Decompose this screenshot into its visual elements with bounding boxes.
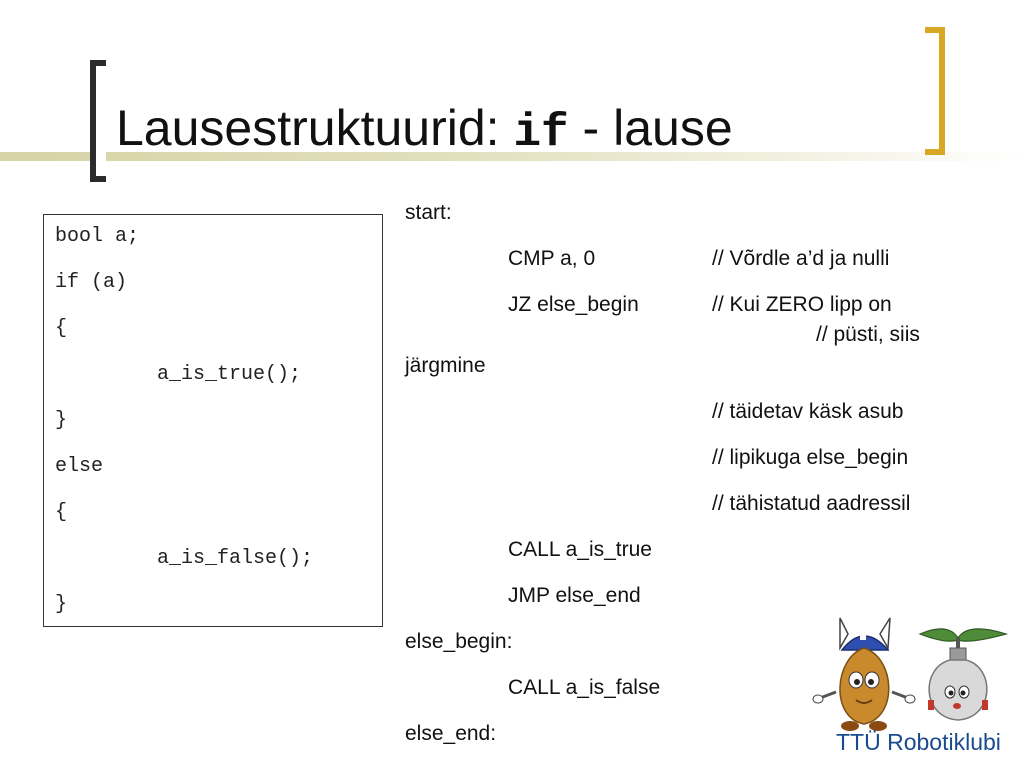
asm-comment-5: // lipikuga else_begin <box>712 446 909 469</box>
robotiklubi-mascots-logo <box>812 617 1009 731</box>
code-line-9: } <box>55 593 68 616</box>
asm-start-label: start: <box>405 201 452 224</box>
code-line-1: bool a; <box>55 225 140 248</box>
pear-robot-icon <box>812 617 916 731</box>
code-line-5: } <box>55 409 68 432</box>
code-line-4: a_is_true(); <box>157 363 302 386</box>
title-underline <box>0 152 1024 161</box>
right-bracket-decoration <box>925 27 945 155</box>
asm-call-false: CALL a_is_false <box>508 676 661 699</box>
left-bracket-decoration <box>90 60 106 182</box>
asm-jz-instruction: JZ else_begin <box>508 293 639 316</box>
asm-jz-comment-2: // püsti, siis <box>816 323 920 346</box>
code-line-3: { <box>55 317 68 340</box>
asm-jmp-end: JMP else_end <box>508 584 641 607</box>
code-line-8: a_is_false(); <box>157 547 314 570</box>
asm-else-end-label: else_end: <box>405 722 497 745</box>
title-prefix: Lausestruktuurid: <box>116 100 514 156</box>
slide-title: Lausestruktuurid: if - lause <box>116 96 733 165</box>
c-code-box: bool a; if (a) { a_is_true(); } else { a… <box>43 214 383 627</box>
asm-comment-6: // tähistatud aadressil <box>712 492 911 515</box>
asm-jz-comment-3: järgmine <box>405 354 486 377</box>
code-line-6: else <box>55 455 104 478</box>
asm-comment-4: // täidetav käsk asub <box>712 400 904 423</box>
asm-jz-comment: // Kui ZERO lipp on <box>712 293 892 316</box>
asm-cmp-comment: // Võrdle a’d ja nulli <box>712 247 890 270</box>
title-keyword: if <box>513 107 569 159</box>
asm-else-begin-label: else_begin: <box>405 630 513 653</box>
asm-call-true: CALL a_is_true <box>508 538 652 561</box>
title-suffix: - lause <box>568 100 733 156</box>
lightbulb-robot-icon <box>918 628 1009 721</box>
code-line-7: { <box>55 501 68 524</box>
robotiklubi-logo-text: TTÜ Robotiklubi <box>836 729 1001 755</box>
code-line-2: if (a) <box>55 271 128 294</box>
asm-cmp-instruction: CMP a, 0 <box>508 247 596 270</box>
